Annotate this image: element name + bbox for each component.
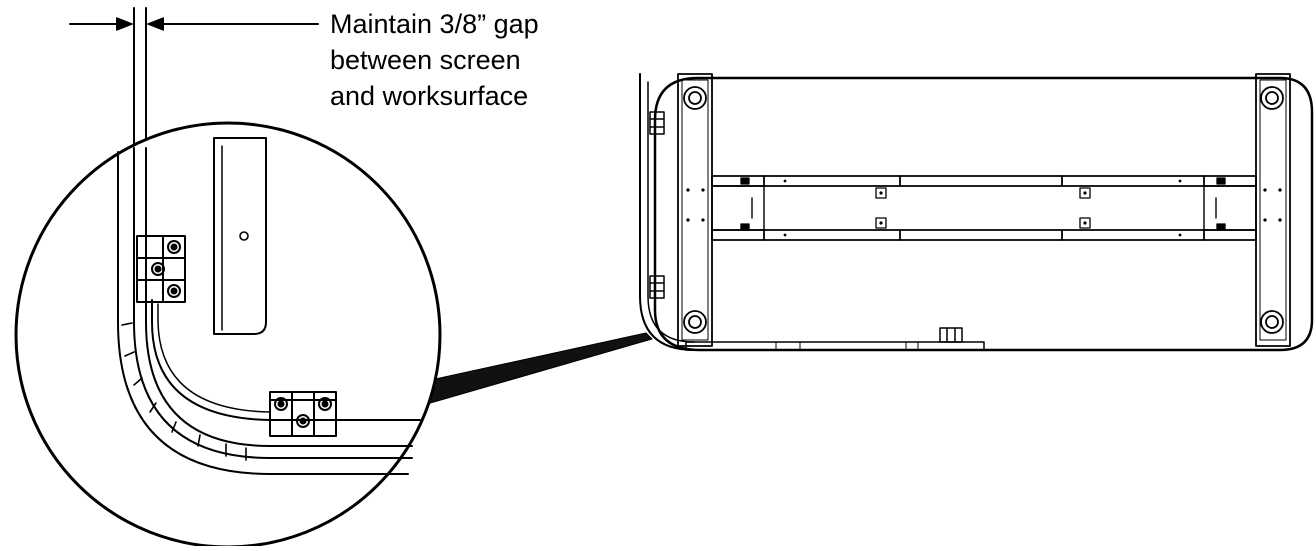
gap-note-line-1: Maintain 3/8” gap	[330, 9, 539, 39]
left-leg	[677, 73, 713, 347]
right-leg	[1255, 73, 1291, 347]
screen-clips	[649, 111, 963, 343]
detail-connector	[412, 332, 653, 409]
gap-note-line-2: between screen	[330, 45, 521, 75]
cross-rails	[711, 175, 1257, 241]
horizontal-clip	[269, 391, 337, 437]
vertical-clip	[136, 235, 186, 303]
gap-dimension	[69, 7, 319, 149]
gap-note-line-3: and worksurface	[330, 81, 529, 111]
rail-fasteners	[740, 177, 1226, 237]
detail-view	[14, 121, 442, 549]
overall-top-view	[639, 73, 1314, 352]
